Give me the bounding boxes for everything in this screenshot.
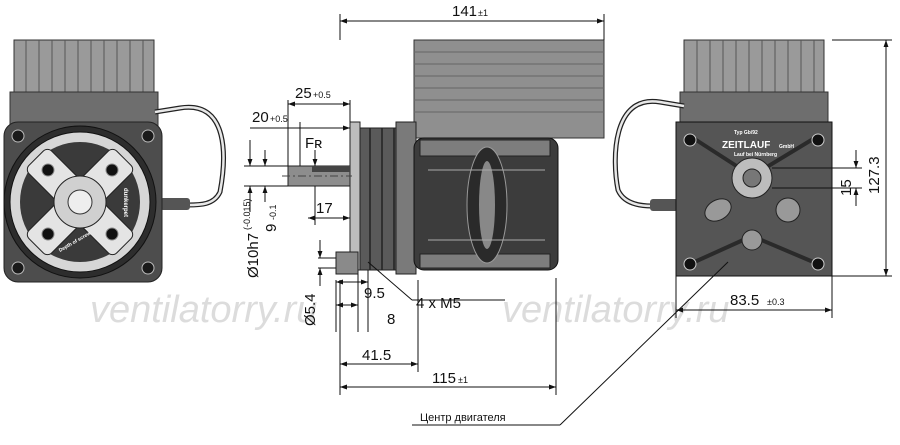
motor-center-callout: Центр двигателя [420, 412, 506, 424]
dim-key-height-tol: -0.1 [268, 204, 278, 220]
location-label: Lauf bei Nürnberg [734, 152, 777, 158]
maker-label: ZEITLAUF [722, 140, 770, 151]
front-brand-label: dunkerpet [122, 188, 128, 217]
dim-key-length-tol: +0.5 [270, 114, 288, 124]
dim-key-height: 9 [263, 224, 280, 232]
dim-motor-center-length: 115 [432, 370, 456, 387]
dim-shaft-diameter-tol: (-0.015) [242, 198, 252, 230]
watermark-left: ventilatorry.ru [90, 289, 317, 331]
dim-overall-length: 141 [452, 3, 477, 20]
dim-width: 83.5 [730, 292, 759, 309]
front-heatsink [9, 39, 159, 127]
front-cable-gland [160, 198, 190, 210]
side-view [282, 39, 605, 275]
dim-flange-offset: 9.5 [364, 285, 385, 302]
dimension-lines [244, 14, 892, 426]
dim-height: 127.3 [866, 156, 883, 194]
dim-flange-thickness: 8 [387, 311, 395, 328]
side-heatsink [413, 39, 605, 139]
rear-heatsink [683, 39, 825, 95]
front-cable [154, 104, 226, 208]
dim-radial-force: Fʀ [305, 135, 322, 152]
dim-shaft-length: 25 [295, 85, 312, 102]
dim-shaft-diameter: Ø10h7 [245, 233, 262, 278]
rear-view: Typ Gb/92 ZEITLAUF GmbH Lauf bei Nürnber… [612, 39, 833, 277]
dim-load-point: 17 [316, 200, 333, 217]
rear-gearbox-plate [675, 121, 833, 277]
dim-motor-center-length-tol: ±1 [458, 375, 468, 385]
dim-bolt-hole-diameter: Ø5.4 [302, 293, 319, 326]
dim-width-tol: ±0.3 [767, 297, 784, 307]
side-flange [349, 121, 361, 271]
dim-overall-length-tol: ±1 [478, 8, 488, 18]
dim-shaft-length-tol: +0.5 [313, 90, 331, 100]
type-plate-label: Typ Gb/92 [734, 130, 758, 136]
dim-thread: 4 x M5 [416, 295, 461, 312]
dim-shaft-offset: 15 [838, 179, 855, 196]
dimension-labels: 141 ±1 115 ±1 41.5 25 +0.5 20 +0.5 Fʀ 17… [242, 3, 883, 424]
rear-cable-gland [650, 199, 678, 211]
dim-flange-depth: 41.5 [362, 347, 391, 364]
maker-suffix-label: GmbH [779, 144, 794, 150]
front-view: dunkerpet Depth of screw [3, 39, 226, 283]
dim-key-length: 20 [252, 109, 269, 126]
